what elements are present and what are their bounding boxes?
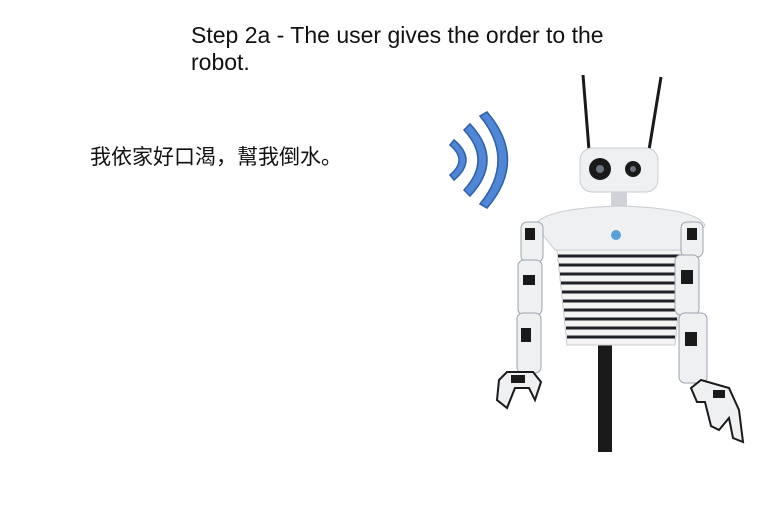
humanoid-robot-illustration bbox=[495, 74, 745, 452]
wireless-signal-icon bbox=[448, 111, 509, 209]
step-title: Step 2a - The user gives the order to th… bbox=[191, 22, 604, 75]
user-speech-text: 我依家好口渴，幫我倒水。 bbox=[90, 145, 342, 169]
